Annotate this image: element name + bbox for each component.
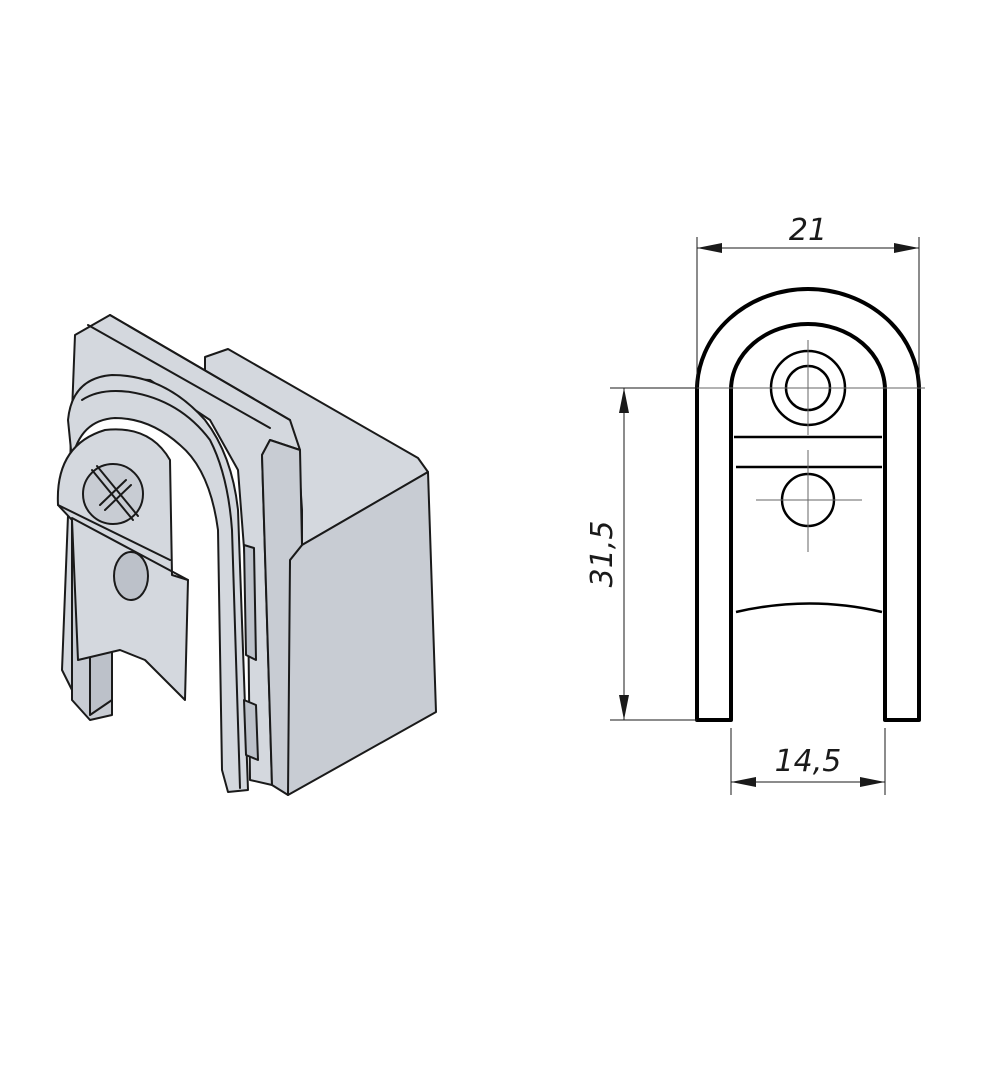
bracket-outer: [67, 374, 249, 793]
inner-plate: [734, 435, 883, 614]
slot-upper: [243, 544, 257, 661]
screw-head-icon: [82, 463, 144, 525]
outer-u-profile: [695, 287, 921, 722]
dimension-width-inner: 14,5: [730, 728, 886, 795]
frame-plate-edge: [87, 314, 291, 429]
dim-label-21: 21: [789, 213, 827, 248]
dim-label-14-5: 14,5: [775, 744, 842, 779]
frame-right-face: [261, 439, 303, 796]
clamp-tab-fold: [57, 504, 189, 581]
dimension-height-total: 31,5: [585, 387, 697, 721]
screw-cross-icon: [91, 465, 139, 521]
tab-hole: [113, 551, 149, 601]
dimension-width-total: 21: [696, 213, 920, 388]
slot-lower: [243, 699, 259, 761]
isometric-view: [56, 314, 437, 796]
front-view: [690, 287, 925, 722]
bracket-inner-edge: [81, 390, 241, 789]
dim-label-31-5: 31,5: [585, 521, 620, 588]
